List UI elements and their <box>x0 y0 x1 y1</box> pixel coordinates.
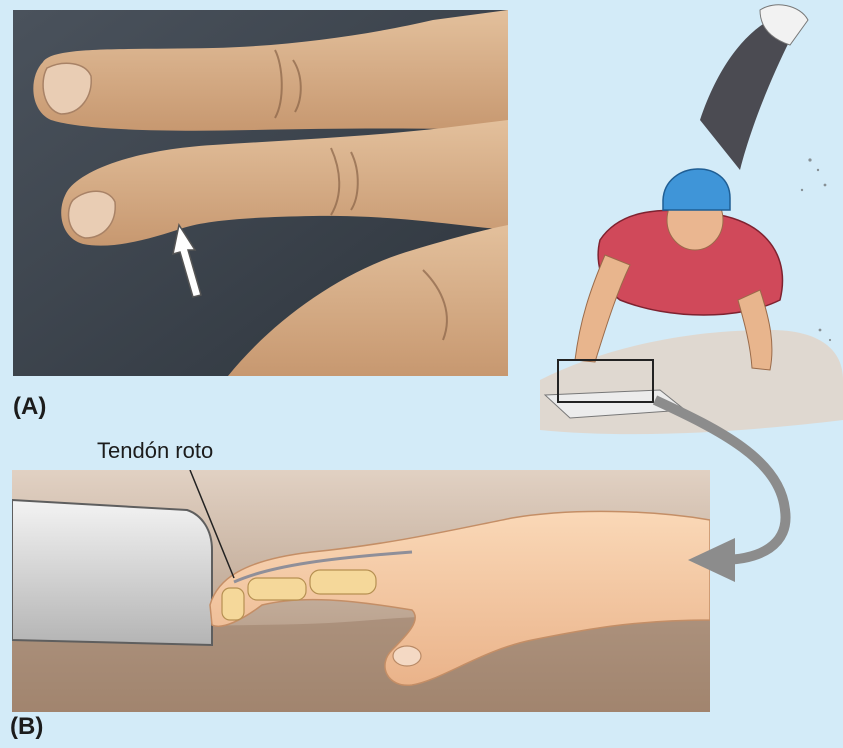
helmet <box>663 169 730 210</box>
panel-a-label: (A) <box>13 393 46 421</box>
base-block <box>12 500 212 645</box>
hand-illustration <box>12 470 710 712</box>
tendon-callout-label: Tendón roto <box>97 438 213 464</box>
panel-b-label: (B) <box>10 713 43 741</box>
finger-photo <box>13 10 508 376</box>
sliding-player-illustration <box>520 0 843 440</box>
